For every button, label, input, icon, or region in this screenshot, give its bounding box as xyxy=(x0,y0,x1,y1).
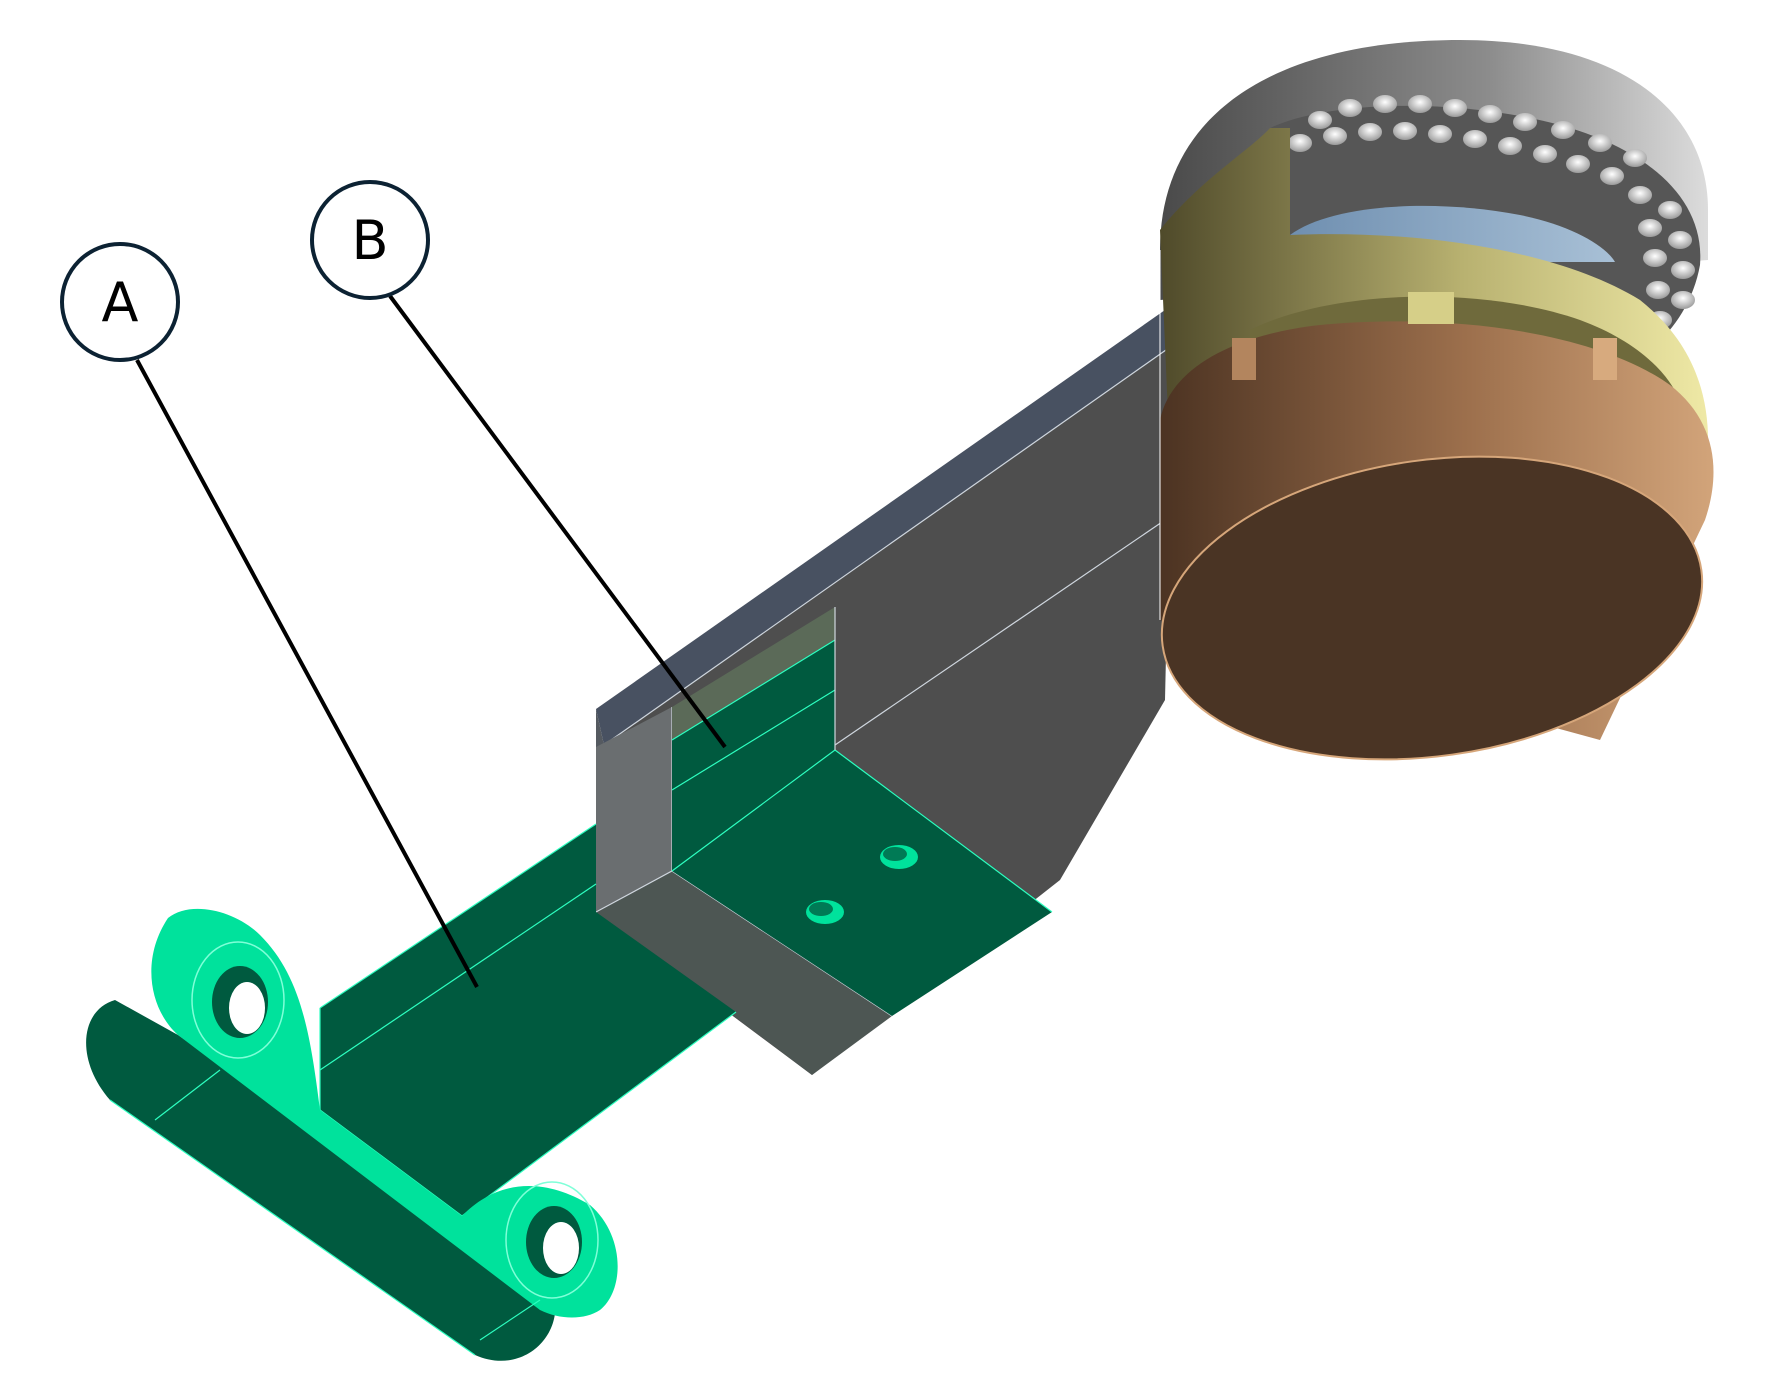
perforation-hole xyxy=(1551,121,1575,139)
perforation-hole xyxy=(1498,137,1522,155)
perforation-hole xyxy=(1671,291,1695,309)
perforation-hole xyxy=(1623,149,1647,167)
flange-edge xyxy=(109,1099,476,1356)
drum-copper-tab xyxy=(1593,338,1617,380)
housing-front-block-bottom xyxy=(596,871,892,1075)
perforation-hole xyxy=(1646,281,1670,299)
housing-edge xyxy=(603,344,1174,746)
arm-side-face xyxy=(320,824,736,1216)
mounting-flange xyxy=(86,908,618,1361)
callout-circle-b xyxy=(310,180,430,300)
callout-label-b: B xyxy=(351,209,388,272)
flange-side-face xyxy=(86,1000,556,1361)
flange-hole-inner xyxy=(543,1222,579,1274)
perforation-hole xyxy=(1533,145,1557,163)
green-insert xyxy=(671,607,1053,1016)
callout-b: B xyxy=(310,180,727,749)
flange-top-face xyxy=(151,908,618,1318)
perforation-hole xyxy=(1600,167,1624,185)
drum-copper-face xyxy=(1161,456,1703,760)
callout-label-a: A xyxy=(102,271,139,334)
housing-front-block xyxy=(596,707,672,912)
leader-line-b xyxy=(388,294,727,749)
insert-edge xyxy=(671,639,836,741)
flange-hole-ring xyxy=(505,1181,599,1299)
insert-window xyxy=(672,640,835,871)
insert-floor xyxy=(672,750,1052,1016)
perforation-hole xyxy=(1373,95,1397,113)
callout-a: A xyxy=(60,242,479,988)
drum-yellow-tab xyxy=(1408,292,1454,324)
perforation-hole xyxy=(1658,201,1682,219)
perforation-hole xyxy=(1478,105,1502,123)
perforation-hole xyxy=(1323,127,1347,145)
insert-hole-shadow xyxy=(809,902,833,916)
perforation-hole xyxy=(1643,249,1667,267)
housing-top-face xyxy=(596,310,1173,745)
perforation-hole xyxy=(1393,122,1417,140)
flange-hole-inner xyxy=(229,982,265,1034)
perforation-hole xyxy=(1338,99,1362,117)
perforation-hole xyxy=(1463,130,1487,148)
flange-hole-ring xyxy=(191,941,285,1059)
insert-edge xyxy=(671,689,836,791)
insert-window-upper xyxy=(672,607,835,740)
drum-copper-face-edge xyxy=(1160,455,1704,761)
housing-edge xyxy=(834,519,1166,746)
perforation-hole xyxy=(1288,134,1312,152)
perforation-hole xyxy=(1408,95,1432,113)
perforation-hole xyxy=(1308,111,1332,129)
leader-line-a xyxy=(135,359,479,988)
arm-edge xyxy=(319,883,597,1071)
perforation-hole xyxy=(1638,219,1662,237)
perforation-hole xyxy=(1443,99,1467,117)
flange-edge xyxy=(479,1299,541,1341)
insert-hole-shadow xyxy=(883,847,907,861)
drum-perforations xyxy=(1288,95,1695,329)
perforation-hole xyxy=(1628,186,1652,204)
perforation-hole xyxy=(1588,134,1612,152)
perforation-hole xyxy=(1671,261,1695,279)
drum-copper-tab xyxy=(1232,338,1256,380)
perforation-hole xyxy=(1428,125,1452,143)
drum-assembly xyxy=(1159,40,1714,761)
perforation-hole xyxy=(1668,231,1692,249)
arm-edge xyxy=(319,823,597,1009)
perforation-hole xyxy=(1566,155,1590,173)
callout-circle-a xyxy=(60,242,180,362)
flange-edge xyxy=(154,1069,221,1121)
perforation-hole xyxy=(1513,113,1537,131)
perforation-hole xyxy=(1358,123,1382,141)
